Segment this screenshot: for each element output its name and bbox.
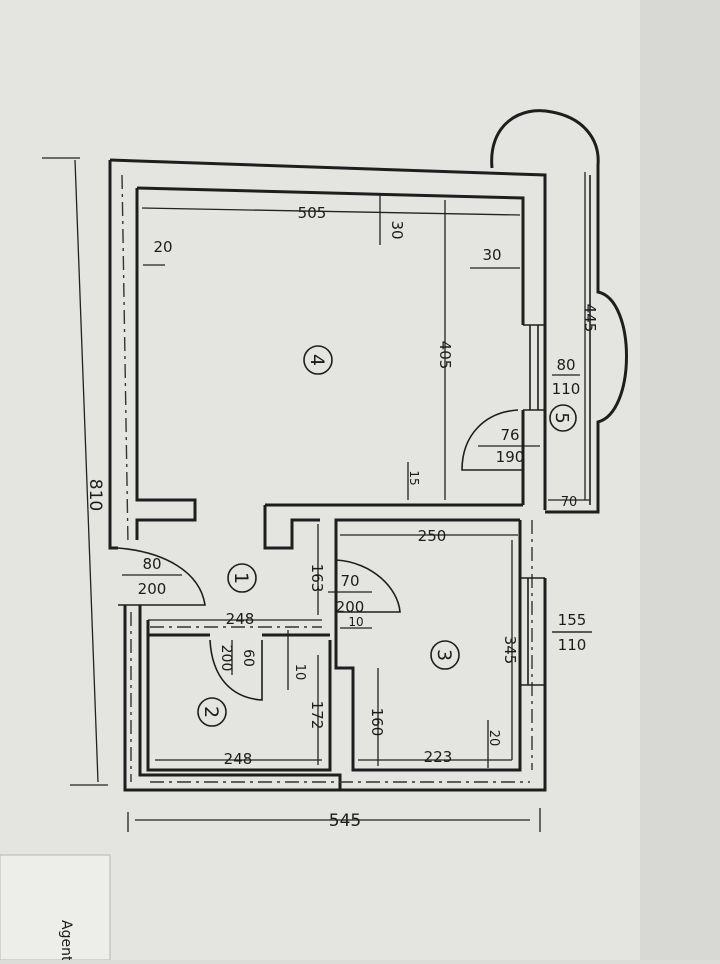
dim-bath-door-height: 200 bbox=[218, 645, 234, 672]
dim-hall-height: 163 bbox=[308, 564, 326, 593]
room-4-circle bbox=[303, 345, 333, 375]
room-5-label: 5 bbox=[551, 412, 572, 423]
room-markers: 1 2 3 4 5 bbox=[197, 345, 577, 727]
dim-room3-height: 345 bbox=[501, 636, 519, 665]
room3-door-swing bbox=[335, 559, 401, 613]
balcony bbox=[490, 109, 628, 514]
dim-balcony-length: 445 bbox=[581, 304, 599, 333]
room3-window-height: 110 bbox=[558, 636, 587, 654]
fraction-bars bbox=[122, 374, 592, 675]
balcony-window-width: 80 bbox=[556, 356, 575, 374]
dim-room4-wall-right: 30 bbox=[482, 246, 501, 264]
entrance-door-width: 80 bbox=[142, 555, 161, 573]
room-2-circle bbox=[197, 697, 227, 727]
room-5-circle bbox=[549, 404, 577, 432]
room-1-label: 1 bbox=[230, 572, 252, 584]
dim-room4-wall-top: 30 bbox=[388, 220, 406, 239]
dim-total-width: 545 bbox=[329, 811, 361, 831]
dim-room2-height: 172 bbox=[308, 701, 326, 730]
room-1-circle bbox=[227, 563, 257, 593]
dim-total-height: 810 bbox=[85, 479, 105, 511]
room-3-circle bbox=[430, 640, 460, 670]
bath-door-swing bbox=[209, 639, 263, 701]
dim-room3-bottom-width: 223 bbox=[424, 748, 453, 766]
stamp-card: Agenti bbox=[0, 854, 111, 964]
dim-room4-height: 405 bbox=[436, 341, 454, 370]
dim-wall-10-b: 10 bbox=[348, 615, 363, 629]
dim-wall-10-a: 10 bbox=[292, 664, 307, 681]
dim-partition: 15 bbox=[407, 470, 421, 485]
dim-room3-wall: 20 bbox=[486, 730, 501, 747]
room3-window-width: 155 bbox=[558, 611, 587, 629]
dim-room2-width: 248 bbox=[224, 750, 253, 768]
room3-door-height: 200 bbox=[336, 598, 365, 616]
balcony-door-width: 76 bbox=[500, 426, 519, 444]
room-4-label: 4 bbox=[306, 354, 328, 366]
dim-balcony-depth: 70 bbox=[561, 495, 578, 510]
walls bbox=[108, 158, 547, 792]
paper-shadow bbox=[640, 0, 720, 960]
room3-door-width: 70 bbox=[340, 572, 359, 590]
balcony-door-height: 190 bbox=[496, 448, 525, 466]
dim-bath-door-width: 60 bbox=[240, 649, 256, 667]
dimension-labels: 810 405 30 15 445 163 345 160 20 172 10 … bbox=[85, 204, 599, 831]
stamp-text: Agenti bbox=[58, 920, 74, 960]
entrance-door-swing bbox=[117, 547, 206, 606]
balcony-window-height: 110 bbox=[552, 380, 581, 398]
dim-room3-inner: 160 bbox=[368, 708, 386, 737]
dim-room3-width: 250 bbox=[418, 527, 447, 545]
dim-hall-width: 248 bbox=[226, 610, 255, 628]
entrance-door-height: 200 bbox=[138, 580, 167, 598]
dimension-lines bbox=[42, 157, 592, 832]
room-3-label: 3 bbox=[433, 649, 455, 661]
doors bbox=[117, 409, 523, 701]
dim-room4-width: 505 bbox=[298, 204, 327, 222]
dim-room4-wall-left: 20 bbox=[153, 238, 172, 256]
room-2-label: 2 bbox=[200, 706, 222, 718]
balcony-door-swing bbox=[461, 409, 523, 471]
